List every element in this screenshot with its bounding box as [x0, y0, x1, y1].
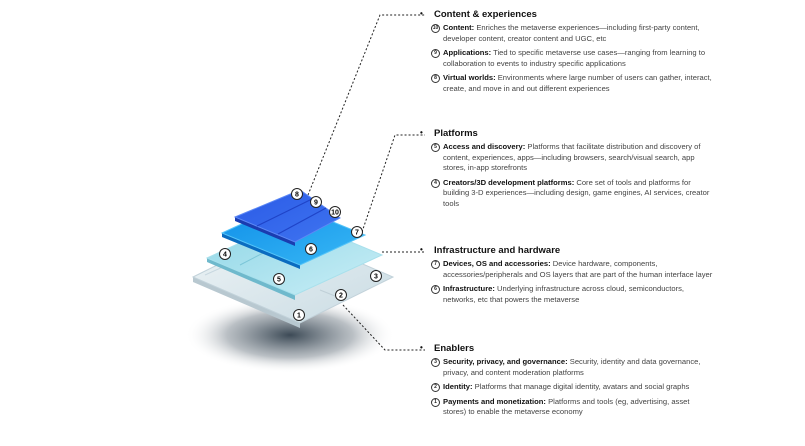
badge-number: 2 [339, 293, 343, 300]
badge-number: 8 [295, 192, 299, 199]
item-name: Security, privacy, and governance: [443, 357, 568, 366]
number-badge: 2 [431, 383, 440, 392]
number-badge: 5 [431, 143, 440, 152]
item-name: Infrastructure: [443, 284, 495, 293]
badge-number: 9 [314, 200, 318, 207]
diagram-badge-5: 5 [273, 273, 285, 285]
item-description: Enriches the metaverse experiences—inclu… [443, 23, 700, 43]
badge-number: 3 [374, 274, 378, 281]
item-name: Devices, OS and accessories: [443, 259, 551, 268]
section-title: Content & experiences [420, 9, 720, 20]
badge-number: 5 [277, 277, 281, 284]
diagram-badge-2: 2 [335, 289, 347, 301]
badge-number: 7 [355, 230, 359, 237]
item-description: Device hardware, components, accessories… [443, 259, 713, 279]
item-description: Environments where large number of users… [443, 73, 712, 93]
leader-lines [307, 14, 425, 351]
badge-number: 10 [331, 210, 339, 217]
section-title: Platforms [420, 128, 720, 139]
item-name: Payments and monetization: [443, 396, 546, 406]
number-badge: 9 [431, 49, 440, 58]
number-badge: 3 [431, 358, 440, 367]
item-description: Platforms that facilitate distribution a… [443, 142, 701, 172]
diagram-badge-3: 3 [370, 270, 382, 282]
section-title: Enablers [420, 343, 720, 354]
item-description: Platforms and tools (eg, advertising, as… [443, 396, 690, 417]
section-title: Infrastructure and hardware [420, 245, 720, 256]
number-badge: 1 [431, 397, 440, 407]
number-badge: 10 [431, 24, 440, 33]
diagram-badge-9: 9 [310, 196, 322, 208]
diagram-badge-4: 4 [219, 248, 231, 260]
diagram-badge-7: 7 [351, 226, 363, 238]
badge-number: 6 [309, 247, 313, 254]
diagram-badge-8: 8 [291, 188, 303, 200]
item-description: Underlying infrastructure across cloud, … [443, 284, 684, 304]
number-badge: 4 [431, 178, 440, 188]
item-name: Applications: [443, 48, 492, 57]
item-description: Platforms that manage digital identity, … [472, 382, 690, 391]
badge-number: 1 [297, 313, 301, 320]
diagram-badge-1: 1 [293, 309, 305, 321]
diagram-badge-10: 10 [329, 206, 341, 218]
diagram-badge-6: 6 [305, 243, 317, 255]
number-badge: 8 [431, 74, 440, 83]
badge-number: 4 [223, 252, 227, 259]
item-description: Core set of tools and platforms for buil… [443, 177, 710, 208]
item-name: Content: [443, 23, 475, 32]
item-name: Access and discovery: [443, 142, 526, 151]
number-badge: 6 [431, 285, 440, 294]
stack-shadow [185, 297, 395, 373]
item-description: Tied to specific metaverse use cases—ran… [443, 48, 706, 68]
item-name: Identity: [443, 382, 473, 391]
item-description: Security, identity and data governance, … [443, 357, 701, 377]
item-name: Creators/3D development platforms: [443, 177, 575, 187]
item-name: Virtual worlds: [443, 73, 496, 82]
number-badge: 7 [431, 260, 440, 269]
